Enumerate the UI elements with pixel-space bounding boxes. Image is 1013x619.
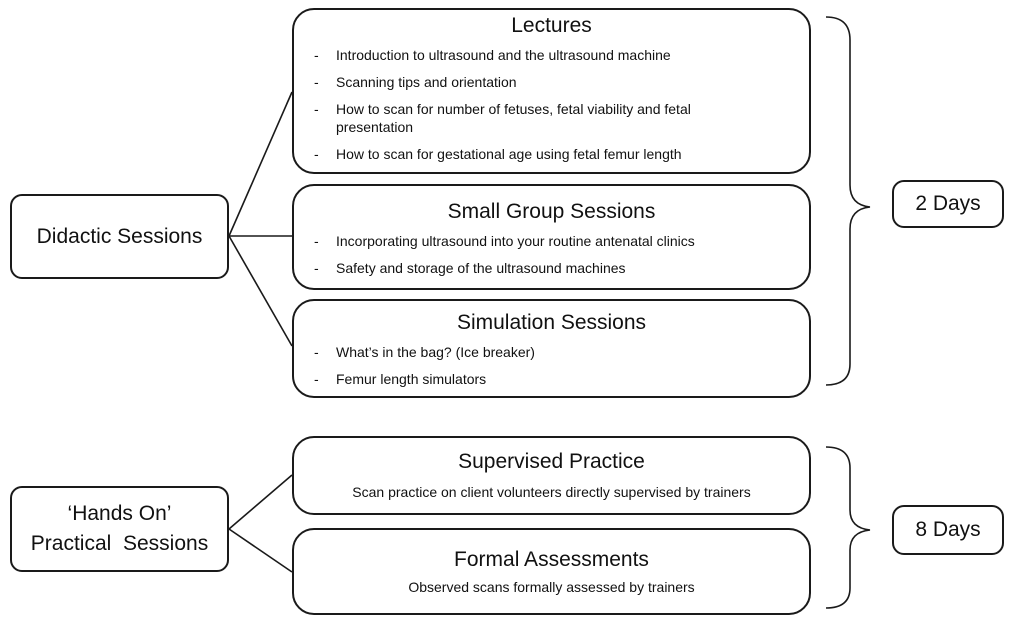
list-item-text: Introduction to ultrasound and the ultra… bbox=[336, 47, 671, 63]
didactic-duration-label: 2 Days bbox=[915, 192, 981, 215]
bullet-dash: - bbox=[314, 101, 319, 117]
list-item: - How to scan for number of fetuses, fet… bbox=[294, 100, 809, 136]
didactic-duration-box: 2 Days bbox=[892, 180, 1004, 228]
list-item-text: Safety and storage of the ultrasound mac… bbox=[336, 260, 626, 276]
list-item-text: How to scan for number of fetuses, fetal… bbox=[336, 101, 691, 135]
list-item: - Safety and storage of the ultrasound m… bbox=[294, 259, 809, 277]
bullet-dash: - bbox=[314, 47, 319, 63]
simulation-list: - What’s in the bag? (Ice breaker) - Fem… bbox=[294, 343, 809, 388]
supervised-practice-title: Supervised Practice bbox=[458, 450, 645, 473]
connector-didactic-simulation bbox=[228, 235, 293, 347]
list-item-text: How to scan for gestational age using fe… bbox=[336, 146, 682, 162]
practical-sessions-label-line1: ‘Hands On’ bbox=[67, 502, 172, 525]
small-group-list: - Incorporating ultrasound into your rou… bbox=[294, 232, 809, 277]
connector-didactic-lectures bbox=[228, 91, 293, 237]
supervised-practice-box: Supervised Practice Scan practice on cli… bbox=[292, 436, 811, 515]
list-item-text: Scanning tips and orientation bbox=[336, 74, 517, 90]
bullet-dash: - bbox=[314, 74, 319, 90]
practical-duration-box: 8 Days bbox=[892, 505, 1004, 555]
connector-practical-supervised bbox=[228, 474, 293, 530]
bullet-dash: - bbox=[314, 371, 319, 387]
list-item-text: What’s in the bag? (Ice breaker) bbox=[336, 344, 535, 360]
list-item: - How to scan for gestational age using … bbox=[294, 145, 809, 163]
brace-top bbox=[825, 16, 871, 386]
bullet-dash: - bbox=[314, 146, 319, 162]
bullet-dash: - bbox=[314, 344, 319, 360]
formal-assessments-box: Formal Assessments Observed scans formal… bbox=[292, 528, 811, 615]
simulation-title: Simulation Sessions bbox=[456, 311, 647, 334]
list-item: - Introduction to ultrasound and the ult… bbox=[294, 46, 809, 64]
connector-practical-assessments bbox=[228, 528, 293, 573]
didactic-sessions-box: Didactic Sessions bbox=[10, 194, 229, 279]
small-group-title: Small Group Sessions bbox=[447, 200, 656, 223]
small-group-sessions-box: Small Group Sessions - Incorporating ult… bbox=[292, 184, 811, 290]
list-item: - Femur length simulators bbox=[294, 370, 809, 388]
simulation-sessions-box: Simulation Sessions - What’s in the bag?… bbox=[292, 299, 811, 398]
brace-bottom bbox=[825, 446, 871, 609]
practical-sessions-label-line2: Practical Sessions bbox=[30, 532, 209, 555]
bullet-dash: - bbox=[314, 260, 319, 276]
lectures-title: Lectures bbox=[511, 14, 592, 37]
list-item: - What’s in the bag? (Ice breaker) bbox=[294, 343, 809, 361]
list-item-text: Femur length simulators bbox=[336, 371, 487, 387]
list-item: - Incorporating ultrasound into your rou… bbox=[294, 232, 809, 250]
bullet-dash: - bbox=[314, 233, 319, 249]
supervised-practice-description: Scan practice on client volunteers direc… bbox=[352, 484, 751, 500]
list-item-text: Incorporating ultrasound into your routi… bbox=[336, 233, 695, 249]
formal-assessments-title: Formal Assessments bbox=[454, 547, 649, 571]
practical-sessions-box: ‘Hands On’ Practical Sessions bbox=[10, 486, 229, 572]
list-item: - Scanning tips and orientation bbox=[294, 73, 809, 91]
formal-assessments-description: Observed scans formally assessed by trai… bbox=[408, 578, 695, 595]
lectures-box: Lectures - Introduction to ultrasound an… bbox=[292, 8, 811, 174]
practical-duration-label: 8 Days bbox=[915, 518, 981, 541]
lectures-list: - Introduction to ultrasound and the ult… bbox=[294, 46, 809, 163]
didactic-sessions-label: Didactic Sessions bbox=[36, 224, 203, 248]
